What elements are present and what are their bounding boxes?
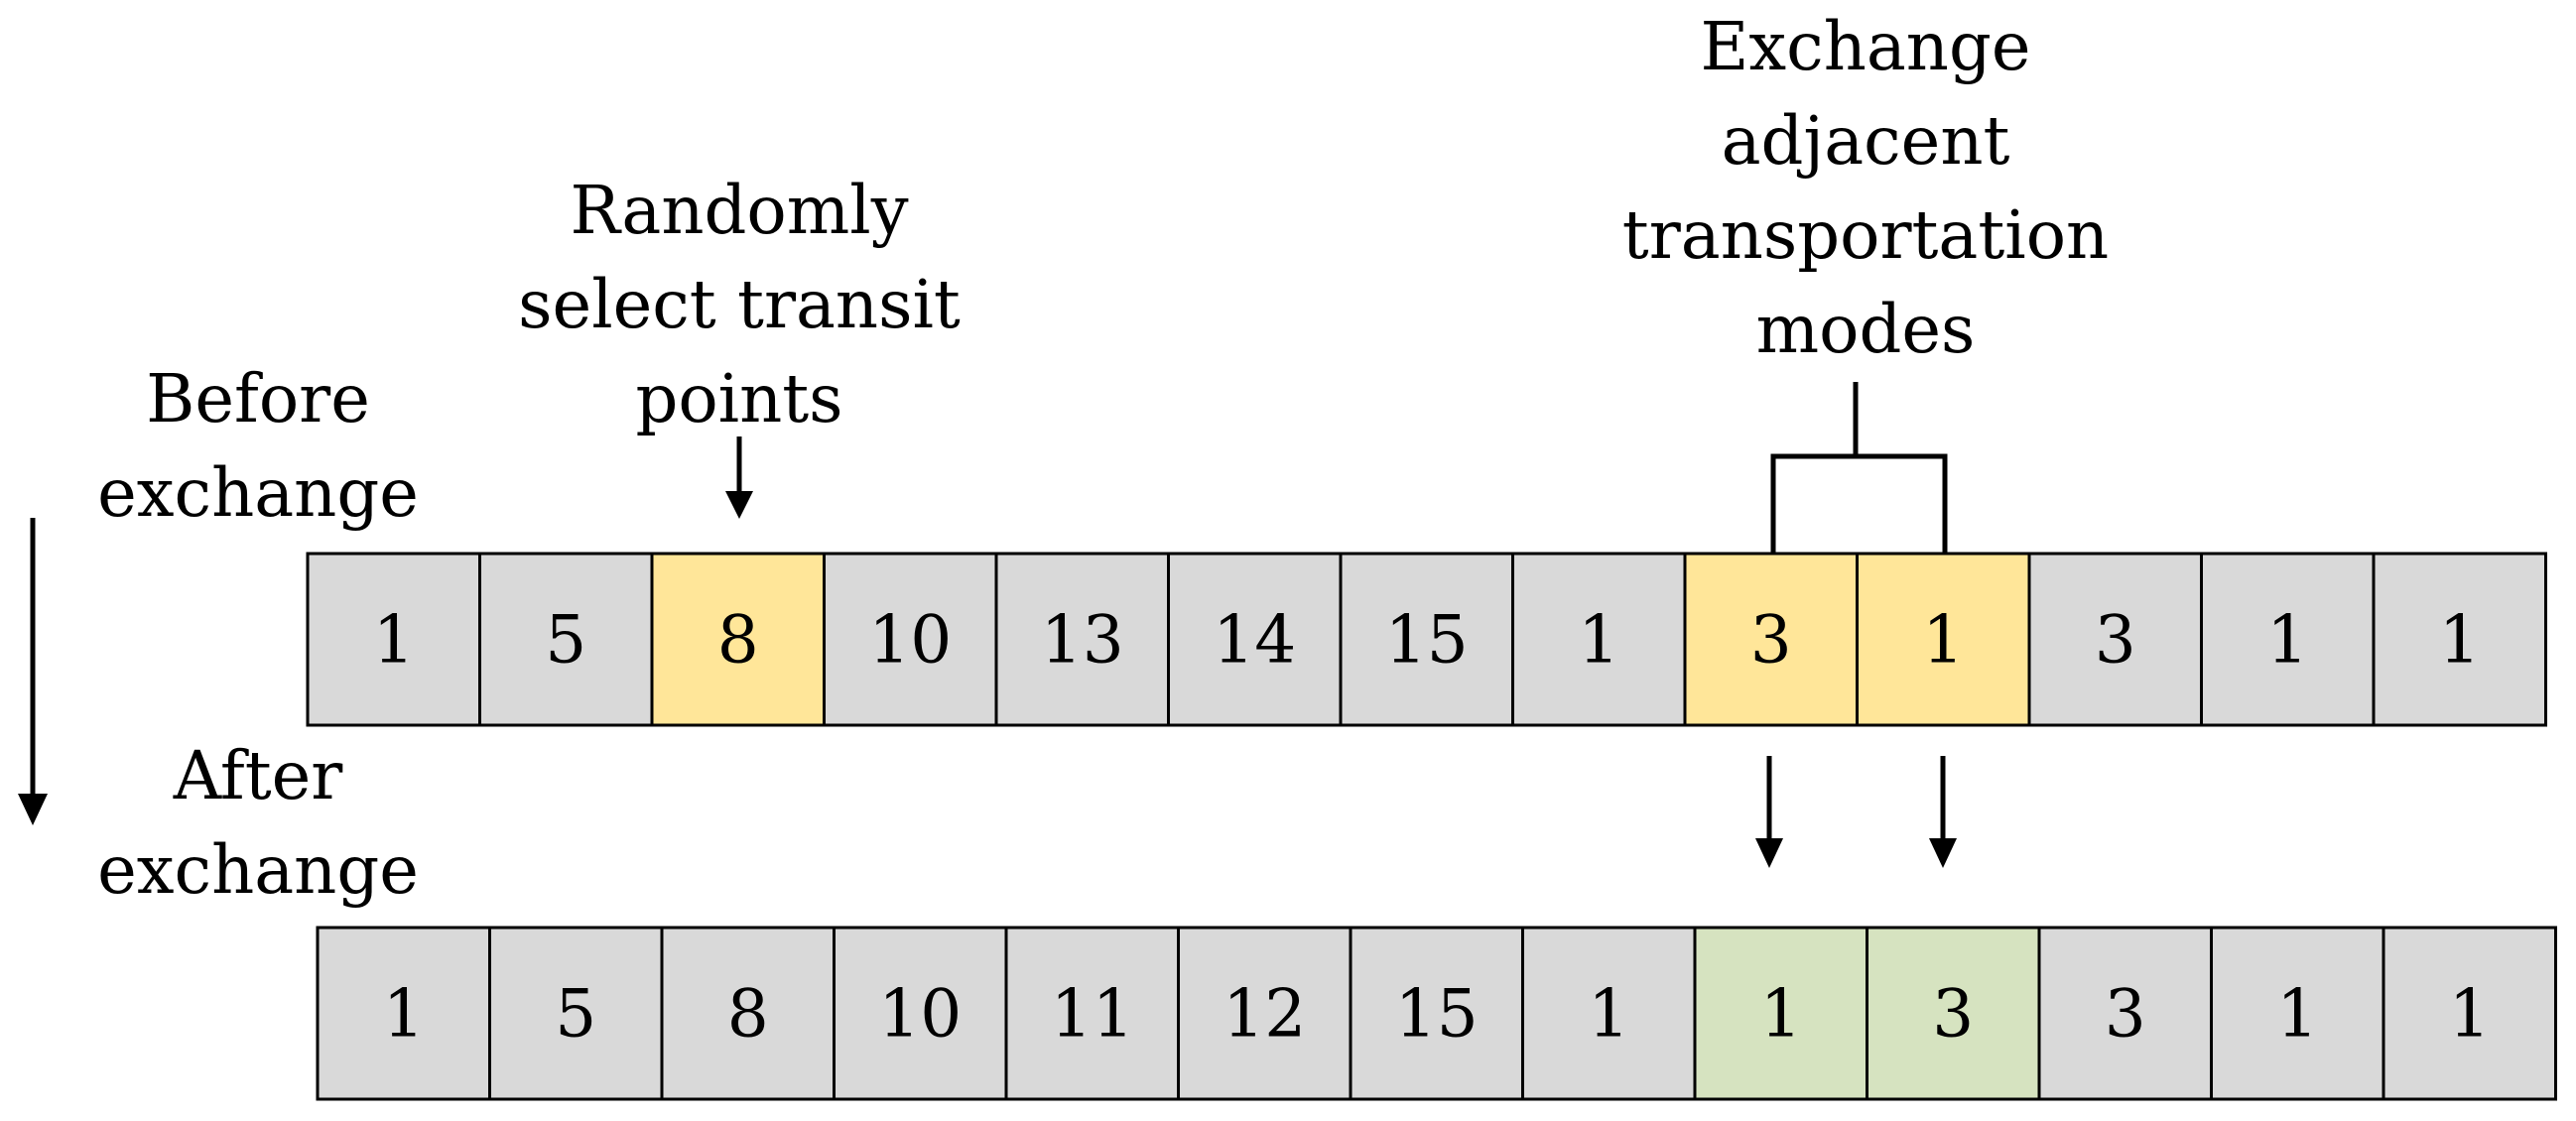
before-cell-box-11 (2200, 552, 2376, 727)
after-cell-value-2: 8 (727, 976, 769, 1053)
before-cell-0: 1 (306, 552, 481, 727)
after-cell-value-3: 10 (878, 976, 962, 1053)
before-cell-3: 10 (823, 552, 998, 727)
before-cell-value-7: 1 (1578, 602, 1619, 679)
after-label-line-2: exchange (97, 831, 419, 909)
before-cell-5: 14 (1167, 552, 1343, 727)
exchange-arrow-left (1755, 756, 1783, 868)
after-cell-5: 12 (1177, 926, 1352, 1101)
exchange-arrow-right (1929, 756, 1957, 868)
after-cell-4: 11 (1004, 926, 1180, 1101)
after-label-line-1: After (173, 737, 344, 814)
after-cell-box-6 (1349, 926, 1524, 1101)
before-cell-box-2 (650, 552, 826, 727)
before-cell-value-6: 15 (1385, 602, 1469, 679)
after-cell-value-12: 1 (2449, 976, 2491, 1053)
after-cell-box-11 (2210, 926, 2385, 1101)
before-cell-value-12: 1 (2439, 602, 2481, 679)
after-cell-box-7 (1521, 926, 1697, 1101)
after-cell-box-8 (1693, 926, 1868, 1101)
before-cell-value-4: 13 (1041, 602, 1124, 679)
before-cell-4: 13 (994, 552, 1170, 727)
random-select-label: Randomly select transit points (518, 172, 961, 437)
random-select-line-3: points (635, 360, 842, 437)
exchange-modes-line-4: modes (1756, 291, 1976, 368)
after-cell-value-6: 15 (1395, 976, 1479, 1053)
after-cell-box-9 (1866, 926, 2041, 1101)
before-cell-box-1 (478, 552, 654, 727)
before-cell-value-1: 5 (545, 602, 586, 679)
before-label-line-2: exchange (97, 454, 419, 532)
before-cell-box-5 (1167, 552, 1343, 727)
after-cell-1: 5 (488, 926, 664, 1101)
after-cell-value-5: 12 (1223, 976, 1306, 1053)
before-cell-box-8 (1683, 552, 1859, 727)
after-cell-8: 1 (1693, 926, 1868, 1101)
before-cell-box-9 (1856, 552, 2031, 727)
after-cell-11: 1 (2210, 926, 2385, 1101)
after-cell-0: 1 (316, 926, 491, 1101)
before-cell-value-0: 1 (373, 602, 415, 679)
before-cell-value-11: 1 (2266, 602, 2308, 679)
before-cell-box-7 (1511, 552, 1687, 727)
after-cell-value-7: 1 (1588, 976, 1629, 1053)
before-cell-11: 1 (2200, 552, 2376, 727)
exchange-modes-label: Exchange adjacent transportation modes (1622, 8, 2109, 368)
before-cell-box-0 (306, 552, 481, 727)
after-cell-value-4: 11 (1051, 976, 1134, 1053)
after-cell-6: 15 (1349, 926, 1524, 1101)
after-cell-value-0: 1 (383, 976, 425, 1053)
before-cell-1: 5 (478, 552, 654, 727)
before-label-line-1: Before (146, 360, 370, 437)
exchange-modes-line-1: Exchange (1700, 8, 2030, 85)
before-cell-value-10: 3 (2095, 602, 2136, 679)
flow-arrow-vertical (18, 518, 48, 825)
before-cell-2: 8 (650, 552, 826, 727)
before-cell-6: 15 (1339, 552, 1514, 727)
before-cell-10: 3 (2027, 552, 2203, 727)
exchange-bracket (1770, 382, 1948, 554)
after-cell-value-11: 1 (2276, 976, 2318, 1053)
before-cell-12: 1 (2372, 552, 2547, 727)
after-cell-box-2 (660, 926, 836, 1101)
before-cell-value-5: 14 (1213, 602, 1296, 679)
before-exchange-label: Before exchange (97, 360, 419, 532)
after-cell-10: 3 (2037, 926, 2213, 1101)
after-cell-box-12 (2382, 926, 2557, 1101)
before-cell-9: 1 (1856, 552, 2031, 727)
before-cell-value-2: 8 (717, 602, 759, 679)
after-cell-box-4 (1004, 926, 1180, 1101)
before-cell-box-12 (2372, 552, 2547, 727)
after-cell-box-3 (833, 926, 1008, 1101)
after-exchange-label: After exchange (97, 737, 419, 909)
exchange-modes-line-3: transportation (1622, 196, 2109, 274)
before-cell-box-4 (994, 552, 1170, 727)
after-cell-3: 10 (833, 926, 1008, 1101)
before-cell-value-9: 1 (1922, 602, 1964, 679)
after-cell-value-10: 3 (2105, 976, 2146, 1053)
after-cell-12: 1 (2382, 926, 2557, 1101)
random-select-line-2: select transit (518, 266, 961, 343)
exchange-modes-line-2: adjacent (1722, 102, 2010, 180)
after-cell-box-5 (1177, 926, 1352, 1101)
after-cell-box-0 (316, 926, 491, 1101)
before-cell-8: 3 (1683, 552, 1859, 727)
after-cell-2: 8 (660, 926, 836, 1101)
after-cell-value-9: 3 (1932, 976, 1974, 1053)
after-cell-value-1: 5 (555, 976, 596, 1053)
before-cell-box-6 (1339, 552, 1514, 727)
random-select-line-1: Randomly (570, 172, 908, 249)
before-cell-value-8: 3 (1750, 602, 1792, 679)
after-cell-7: 1 (1521, 926, 1697, 1101)
before-cell-value-3: 10 (868, 602, 952, 679)
after-cell-value-8: 1 (1760, 976, 1802, 1053)
select-arrow (725, 436, 753, 519)
after-cell-9: 3 (1866, 926, 2041, 1101)
before-cell-7: 1 (1511, 552, 1687, 727)
